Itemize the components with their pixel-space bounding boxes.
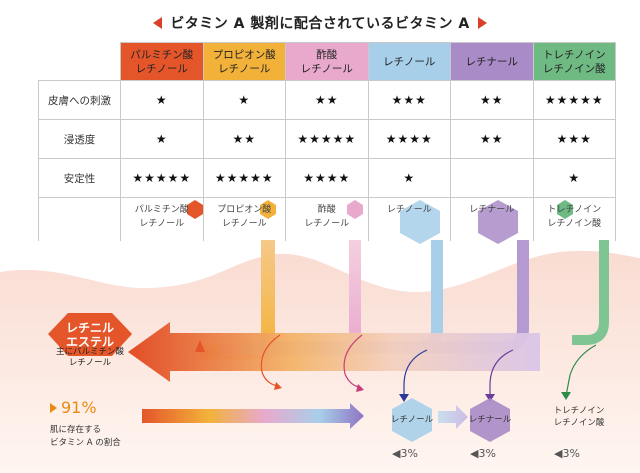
column-header: レチノール bbox=[367, 42, 451, 81]
right-triangle-icon bbox=[477, 17, 487, 29]
retinol-to-retinal-arrow bbox=[438, 405, 468, 429]
arrow-label: レチナール bbox=[450, 197, 534, 241]
rating-cell: ★ bbox=[367, 158, 451, 198]
rating-cell: ★★★ bbox=[367, 80, 451, 120]
ester-hex bbox=[48, 313, 132, 356]
arrow-label: パルミチン酸レチノール bbox=[120, 197, 204, 241]
ester-subtitle: 主にパルミチン酸レチノール bbox=[55, 347, 124, 368]
retinal-hex bbox=[470, 398, 510, 442]
rating-cell: ★★ bbox=[450, 119, 534, 159]
row-label-empty bbox=[38, 197, 121, 241]
retinol-hex bbox=[392, 398, 432, 442]
rating-cell: ★★ bbox=[202, 119, 286, 159]
arrow-label: トレチノインレチノイン酸 bbox=[532, 197, 616, 241]
skin-percentage: 91% bbox=[50, 398, 97, 417]
percent-91: 91% bbox=[61, 398, 97, 417]
page-title: ビタミン A 製剤に配合されているビタミン A bbox=[0, 12, 640, 34]
rating-cell: ★★ bbox=[450, 80, 534, 120]
percent-3-retinal: ◀3% bbox=[470, 447, 496, 460]
percent-3-retinol: ◀3% bbox=[392, 447, 418, 460]
arrow-tretinoin bbox=[572, 240, 609, 345]
rating-cell bbox=[450, 158, 534, 198]
rating-cell: ★ bbox=[120, 80, 204, 120]
ester-line1: レチニル bbox=[65, 321, 114, 335]
title-text: ビタミン A 製剤に配合されているビタミン A bbox=[170, 16, 470, 32]
ester-line2: エステル bbox=[65, 335, 114, 349]
rating-cell: ★★ bbox=[285, 80, 369, 120]
rating-cell: ★★★★★ bbox=[285, 119, 369, 159]
percent-3-tretinoin: ◀3% bbox=[554, 447, 580, 460]
rating-cell: ★ bbox=[532, 158, 616, 198]
column-header: 酢酸レチノール bbox=[285, 42, 369, 81]
arrow-label: プロピオン酸レチノール bbox=[202, 197, 286, 241]
skin-note: 肌に存在するビタミン A の割合 bbox=[50, 425, 121, 448]
retinyl-ester-badge: レチニル エステル bbox=[46, 315, 134, 355]
table-row: 浸透度 ★ ★★ ★★★★★ ★★★★ ★★ ★★★ bbox=[38, 119, 616, 159]
rating-cell: ★★★★★ bbox=[532, 80, 616, 120]
rating-cell: ★★★★ bbox=[367, 119, 451, 159]
column-header: プロピオン酸レチノール bbox=[202, 42, 286, 81]
rating-cell: ★★★ bbox=[532, 119, 616, 159]
rating-cell: ★★★★ bbox=[285, 158, 369, 198]
row-label: 皮膚への刺激 bbox=[38, 80, 121, 120]
comparison-table: パルミチン酸レチノール プロピオン酸レチノール 酢酸レチノール レチノール レチ… bbox=[38, 42, 616, 241]
retinal-end-label: レチナール bbox=[468, 415, 512, 425]
rating-cell: ★★★★★ bbox=[202, 158, 286, 198]
column-header: トレチノインレチノイン酸 bbox=[532, 42, 616, 81]
rating-cell: ★★★★★ bbox=[120, 158, 204, 198]
column-header: レチナール bbox=[450, 42, 534, 81]
column-header: パルミチン酸レチノール bbox=[120, 42, 204, 81]
bottom-gradient-arrow bbox=[142, 403, 364, 429]
corner-cell bbox=[38, 42, 121, 81]
row-label: 安定性 bbox=[38, 158, 121, 198]
arrow-label: レチノール bbox=[367, 197, 451, 241]
main-flow-arrow bbox=[128, 322, 540, 382]
table-row: パルミチン酸レチノール プロピオン酸レチノール 酢酸レチノール レチノール レチ… bbox=[38, 197, 616, 241]
rating-cell: ★ bbox=[120, 119, 204, 159]
play-triangle-icon bbox=[50, 402, 57, 413]
table-row: 安定性 ★★★★★ ★★★★★ ★★★★ ★ ★ bbox=[38, 158, 616, 198]
table-row: 皮膚への刺激 ★ ★ ★★ ★★★ ★★ ★★★★★ bbox=[38, 80, 616, 120]
rating-cell: ★ bbox=[202, 80, 286, 120]
retinol-end-label: レチノール bbox=[390, 415, 434, 425]
tretinoin-end-label: トレチノインレチノイン酸 bbox=[553, 406, 605, 428]
left-triangle-icon bbox=[153, 17, 163, 29]
row-label: 浸透度 bbox=[38, 119, 121, 159]
arrow-label: 酢酸レチノール bbox=[285, 197, 369, 241]
